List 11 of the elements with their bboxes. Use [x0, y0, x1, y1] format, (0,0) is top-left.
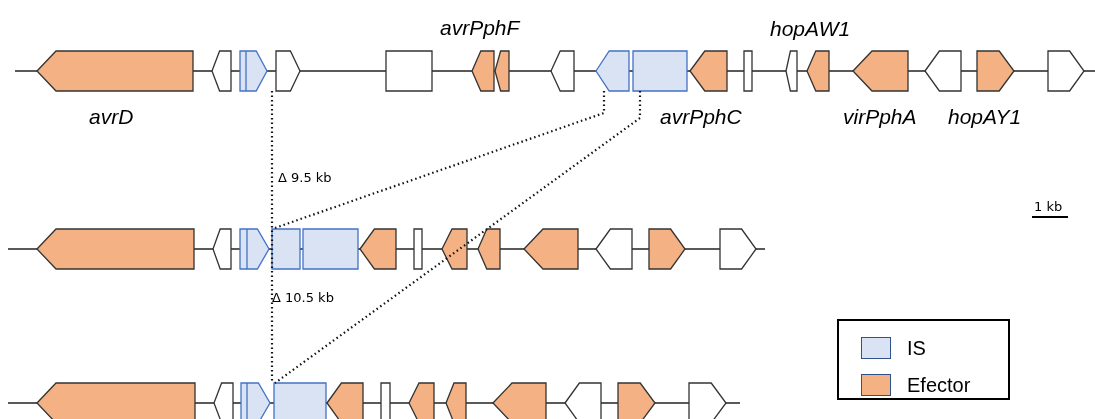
gene-name: avrD — [89, 106, 134, 127]
gene-name: virPphA — [843, 106, 917, 127]
gene-name: hopAY1 — [948, 106, 1022, 127]
gene-name: avrPphF — [440, 17, 520, 38]
gene-name: avrPphC — [660, 106, 742, 127]
scale-label: 1 kb — [1034, 200, 1063, 213]
deletion-label: Δ 9.5 kb — [278, 171, 332, 184]
legend-label: Efector — [907, 375, 971, 395]
gene-name: hopAW1 — [770, 18, 851, 39]
legend-label: IS — [907, 338, 926, 358]
deletion-label: Δ 10.5 kb — [272, 291, 334, 304]
